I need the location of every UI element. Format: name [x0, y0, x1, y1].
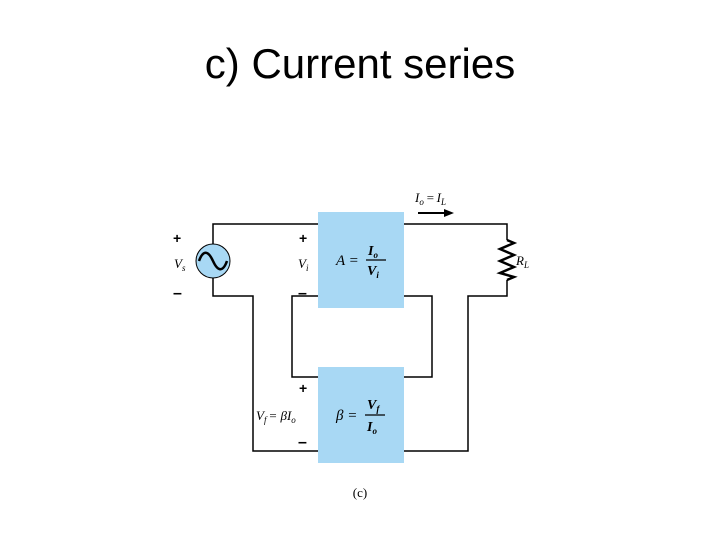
output-current-label: Io=IL — [414, 190, 446, 207]
feedback-plus-sign: + — [299, 380, 307, 396]
gain-symbol: A = — [335, 253, 359, 269]
beta-denominator: Io — [366, 420, 377, 436]
source-label: Vs — [174, 256, 186, 273]
wire-load-return — [404, 280, 508, 452]
amplifier-block — [318, 212, 404, 308]
sine-wave-icon — [197, 251, 229, 271]
feedback-beta-formula: β = Vf Io — [335, 398, 385, 436]
gain-numerator: Io — [367, 244, 378, 260]
load-resistor-zigzag — [496, 238, 518, 282]
load-resistor-label: RL — [515, 253, 529, 270]
amp-input-minus-sign: – — [298, 285, 307, 302]
beta-symbol: β = — [335, 408, 357, 424]
amplifier-gain-formula: A = Io Vi — [335, 244, 386, 280]
beta-numerator: Vf — [367, 398, 380, 414]
source-plus-sign: + — [173, 230, 181, 246]
feedback-block — [318, 367, 404, 463]
feedback-minus-sign: – — [298, 434, 307, 451]
amp-input-plus-sign: + — [299, 230, 307, 246]
amp-input-voltage-label: Vi — [298, 256, 309, 273]
wire-source-bottom — [212, 276, 318, 452]
gain-denominator: Vi — [367, 264, 379, 280]
wire-amp-out-lower — [404, 295, 433, 378]
source-minus-sign: – — [173, 285, 182, 302]
slide-title: c) Current series — [204, 40, 516, 87]
wire-amp-minus — [291, 295, 318, 378]
voltage-source — [195, 243, 231, 279]
feedback-voltage-label: Vf= βIo — [256, 408, 296, 425]
figure-caption: (c) — [353, 485, 367, 500]
output-current-arrow — [418, 209, 454, 217]
